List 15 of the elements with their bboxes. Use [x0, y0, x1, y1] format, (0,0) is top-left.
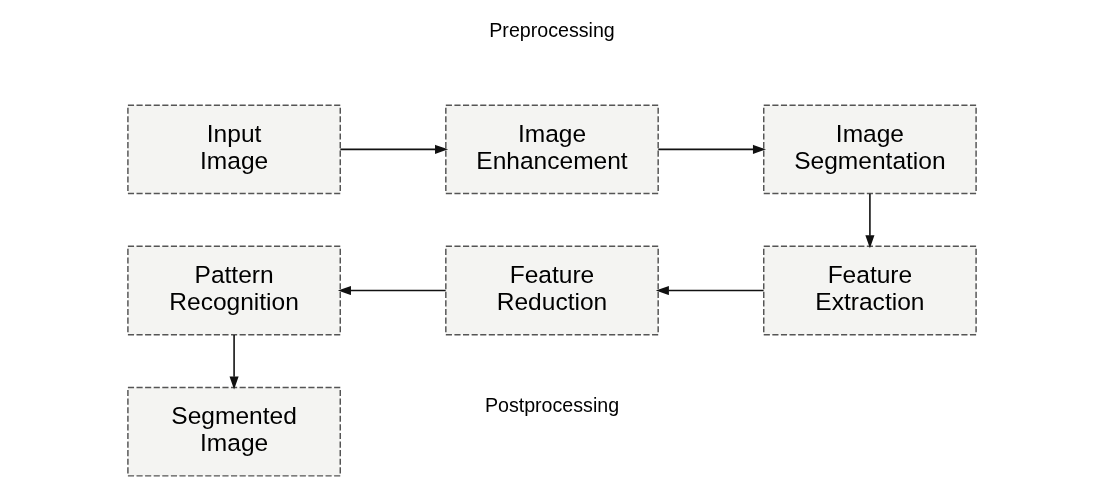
node-box: Image Segmentation	[762, 104, 977, 195]
label: Postprocessing	[484, 393, 619, 416]
arrow	[337, 285, 446, 296]
arrow	[339, 144, 448, 154]
node-box: Feature Reduction	[444, 245, 659, 336]
node-box: Input Image	[126, 104, 341, 195]
arrow	[229, 334, 239, 390]
arrow	[656, 144, 766, 154]
node-box: Image Enhancement	[444, 104, 659, 195]
arrow	[655, 285, 764, 296]
node-box: Pattern Recognition	[126, 245, 341, 336]
label: Preprocessing	[488, 19, 615, 42]
node-box: Feature Extraction	[762, 245, 977, 336]
node-box: Segmented Image	[126, 386, 341, 477]
arrow	[864, 193, 874, 249]
